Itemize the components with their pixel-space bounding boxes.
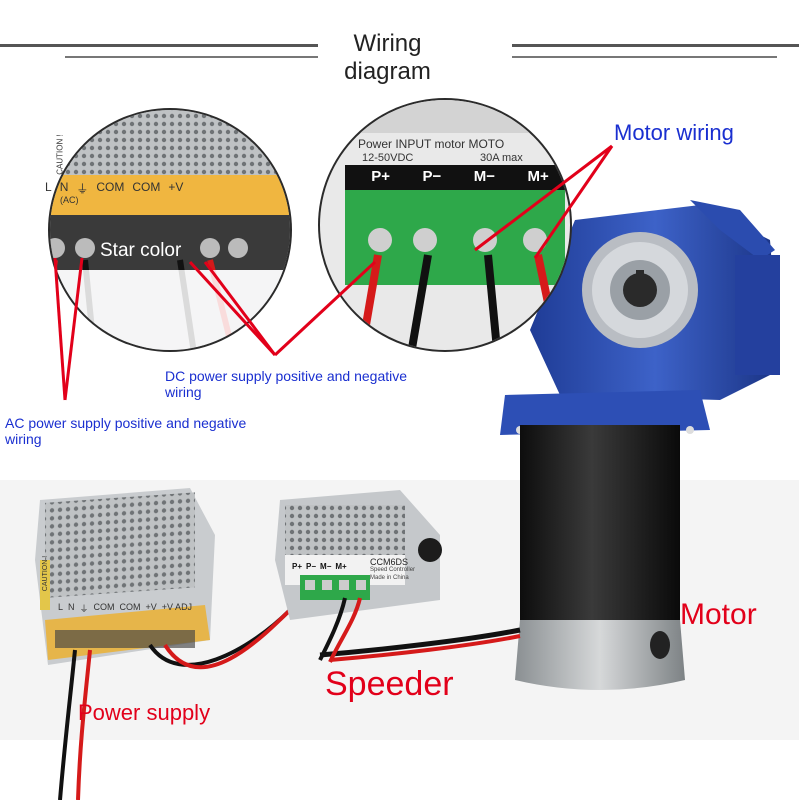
speed-controller <box>275 490 442 663</box>
power-supply-label: Power supply <box>78 700 211 725</box>
ac-supply-label-line2: wiring <box>5 431 42 447</box>
right-zoom-current: 30A max <box>480 152 523 164</box>
left-zoom-terminal-labels: L N ⏚ COM COM +V <box>45 180 183 197</box>
terminal-m-plus: M+ <box>527 168 549 185</box>
header-rule-left-top <box>0 44 318 47</box>
psu-terminal-l: L <box>58 602 64 612</box>
controller-terminal-p-minus: P− <box>306 562 317 571</box>
header-rule-right-bottom <box>512 56 777 58</box>
dc-supply-label-line2: wiring <box>165 384 202 400</box>
terminal-ground: ⏚ <box>76 182 89 196</box>
right-zoom-circle <box>318 98 572 352</box>
right-zoom-header: Power INPUT motor MOTO <box>358 137 505 151</box>
diagram-title: Wiring diagram <box>300 30 475 86</box>
controller-terminal-labels: P+ P− M− M+ <box>292 562 347 571</box>
controller-sub: Speed Controller <box>370 567 416 573</box>
callout-lines <box>53 144 614 401</box>
header-rule-left-bottom <box>65 56 318 58</box>
left-zoom-circle <box>48 108 292 352</box>
psu-terminal-labels: L N ⏚ COM COM +V +V ADJ <box>58 602 192 615</box>
header-rule-right-top <box>512 44 799 47</box>
speeder-label: Speeder <box>325 665 454 703</box>
terminal-plus-v: +V <box>168 180 184 194</box>
motor-assembly <box>319 200 780 690</box>
right-zoom-terminal-labels: P+ P− M− M+ <box>355 168 565 185</box>
caution-label-zoom: CAUTION ! <box>55 134 65 175</box>
terminal-p-minus: P− <box>422 168 442 185</box>
motor-wiring-label: Motor wiring <box>614 120 734 145</box>
controller-model: CCM6DS <box>370 557 409 567</box>
controller-terminal-m-plus: M+ <box>335 562 347 571</box>
ac-supply-label: AC power supply positive and negative wi… <box>5 415 246 447</box>
right-zoom-voltage: 12-50VDC <box>362 152 414 164</box>
psu-terminal-n: N <box>68 602 75 612</box>
ac-supply-label-line1: AC power supply positive and negative <box>5 415 247 431</box>
terminal-n: N <box>59 180 69 194</box>
terminal-l: L <box>45 180 52 194</box>
star-color-label: Star color <box>100 240 182 261</box>
dc-supply-label-line1: DC power supply positive and negative <box>165 368 408 384</box>
ac-tag: (AC) <box>60 195 79 205</box>
terminal-com-2: COM <box>132 180 161 194</box>
power-supply-unit <box>35 488 297 800</box>
terminal-m-minus: M− <box>473 168 495 185</box>
motor-label: Motor <box>680 598 757 631</box>
psu-terminal-com-2: COM <box>119 602 141 612</box>
controller-terminal-p-plus: P+ <box>292 562 303 571</box>
psu-terminal-plus-v: +V <box>145 602 157 612</box>
controller-terminal-m-minus: M− <box>320 562 332 571</box>
diagram-title-line1: Wiring <box>353 30 422 57</box>
controller-made-in: Made in China <box>370 575 409 581</box>
psu-terminal-adj: +V ADJ <box>161 602 193 612</box>
terminal-com-1: COM <box>96 180 125 194</box>
terminal-p-plus: P+ <box>371 168 390 185</box>
psu-terminal-ground: ⏚ <box>79 604 89 614</box>
diagram-title-line2: diagram <box>344 58 431 85</box>
dc-supply-label: DC power supply positive and negative wi… <box>165 368 407 400</box>
psu-caution: CAUTION ! <box>42 555 50 592</box>
psu-terminal-com-1: COM <box>93 602 115 612</box>
